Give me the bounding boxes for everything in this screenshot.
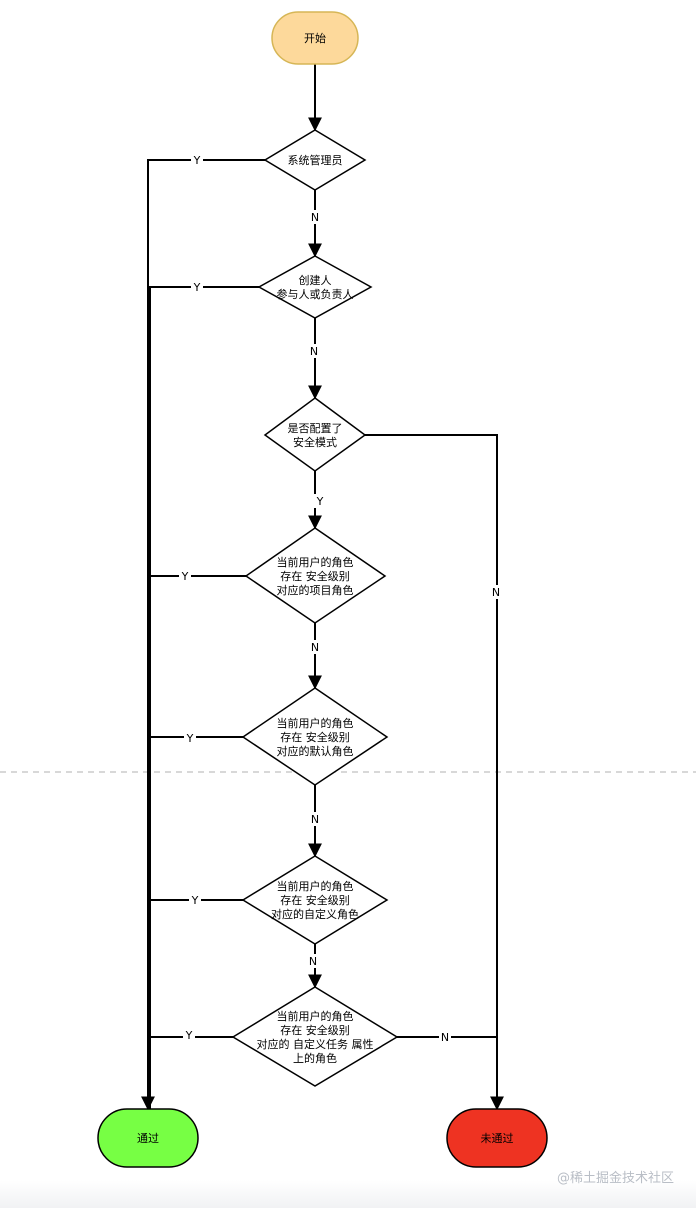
decision-line: 当前用户的角色 — [277, 879, 354, 893]
node-pass: 通过 — [97, 1108, 199, 1168]
decision-line: 是否配置了 — [288, 422, 343, 435]
node-start: 开始 — [271, 11, 359, 65]
decision-line: 存在 安全级别 — [280, 893, 350, 907]
svg-text:N: N — [492, 586, 500, 599]
svg-text:Y: Y — [193, 281, 201, 294]
decision-d5-label: 当前用户的角色存在 安全级别对应的默认角色 — [277, 716, 354, 758]
label-d5-no: N — [309, 812, 321, 826]
decision-d1: 系统管理员 — [263, 129, 367, 191]
svg-text:Y: Y — [191, 894, 199, 907]
node-fail-label: 未通过 — [481, 1132, 514, 1145]
decision-line: 创建人 — [299, 273, 332, 287]
decision-d2-label: 创建人参与人或负责人 — [277, 273, 354, 301]
decision-d4-label: 当前用户的角色存在 安全级别对应的项目角色 — [277, 555, 354, 597]
decision-line: 当前用户的角色 — [277, 716, 354, 730]
decision-d7: 当前用户的角色存在 安全级别对应的 自定义任务 属性上的角色 — [231, 986, 399, 1087]
decision-d1-label: 系统管理员 — [288, 153, 343, 167]
decision-line: 存在 安全级别 — [280, 1023, 350, 1037]
label-d1-yes: Y — [191, 153, 203, 167]
decision-line: 对应的 自定义任务 属性 — [257, 1037, 374, 1051]
node-fail: 未通过 — [446, 1108, 548, 1168]
label-d2-yes: Y — [191, 280, 203, 294]
bottom-band — [0, 1180, 696, 1208]
edge-labels: Y N Y N Y N Y N Y N Y N Y N — [179, 153, 502, 1044]
decision-d3: 是否配置了安全模式 — [263, 397, 367, 472]
decision-line: 参与人或负责人 — [277, 287, 354, 301]
node-pass-label: 通过 — [137, 1132, 159, 1145]
decision-line: 安全模式 — [293, 435, 337, 449]
decision-line: 存在 安全级别 — [280, 569, 350, 583]
decision-d3-label: 是否配置了安全模式 — [288, 422, 343, 449]
decision-line: 对应的项目角色 — [277, 583, 354, 597]
label-d5-yes: Y — [184, 731, 196, 745]
edge-d3-fail — [365, 434, 504, 1111]
label-d7-no: N — [439, 1030, 451, 1044]
svg-text:N: N — [309, 955, 317, 968]
label-d4-yes: Y — [179, 569, 191, 583]
decision-d6: 当前用户的角色存在 安全级别对应的自定义角色 — [241, 855, 389, 945]
decision-d2: 创建人参与人或负责人 — [257, 255, 373, 319]
svg-text:Y: Y — [186, 732, 194, 745]
decision-d6-label: 当前用户的角色存在 安全级别对应的自定义角色 — [271, 879, 359, 921]
svg-text:N: N — [441, 1031, 449, 1044]
svg-text:Y: Y — [316, 495, 324, 508]
decision-line: 存在 安全级别 — [280, 730, 350, 744]
svg-text:N: N — [311, 641, 319, 654]
label-d1-no: N — [309, 210, 321, 224]
svg-text:Y: Y — [193, 154, 201, 167]
decision-d7-label: 当前用户的角色存在 安全级别对应的 自定义任务 属性上的角色 — [257, 1009, 374, 1065]
decision-d5: 当前用户的角色存在 安全级别对应的默认角色 — [241, 687, 389, 786]
svg-text:Y: Y — [181, 570, 189, 583]
label-d3-yes: Y — [314, 494, 326, 508]
decision-line: 对应的默认角色 — [277, 744, 354, 758]
label-d3-no: N — [490, 585, 502, 599]
decision-line: 当前用户的角色 — [277, 1009, 354, 1023]
svg-text:N: N — [311, 813, 319, 826]
decision-line: 系统管理员 — [288, 153, 343, 167]
label-d7-yes: Y — [183, 1028, 195, 1042]
svg-text:N: N — [311, 211, 319, 224]
edges — [141, 64, 504, 1111]
svg-text:Y: Y — [185, 1029, 193, 1042]
node-start-label: 开始 — [304, 31, 326, 45]
decision-line: 对应的自定义角色 — [271, 907, 359, 921]
watermark: @稀土掘金技术社区 — [556, 1171, 674, 1186]
edge-d2-trunk — [149, 286, 259, 1109]
decision-line: 当前用户的角色 — [277, 555, 354, 569]
decision-line: 上的角色 — [293, 1051, 337, 1065]
label-d4-no: N — [309, 640, 321, 654]
svg-text:N: N — [310, 345, 318, 358]
edge-d1-pass — [141, 159, 265, 1111]
decision-d4: 当前用户的角色存在 安全级别对应的项目角色 — [244, 527, 387, 624]
label-d6-yes: Y — [189, 893, 201, 907]
label-d6-no: N — [307, 954, 319, 968]
label-d2-no: N — [308, 344, 320, 358]
